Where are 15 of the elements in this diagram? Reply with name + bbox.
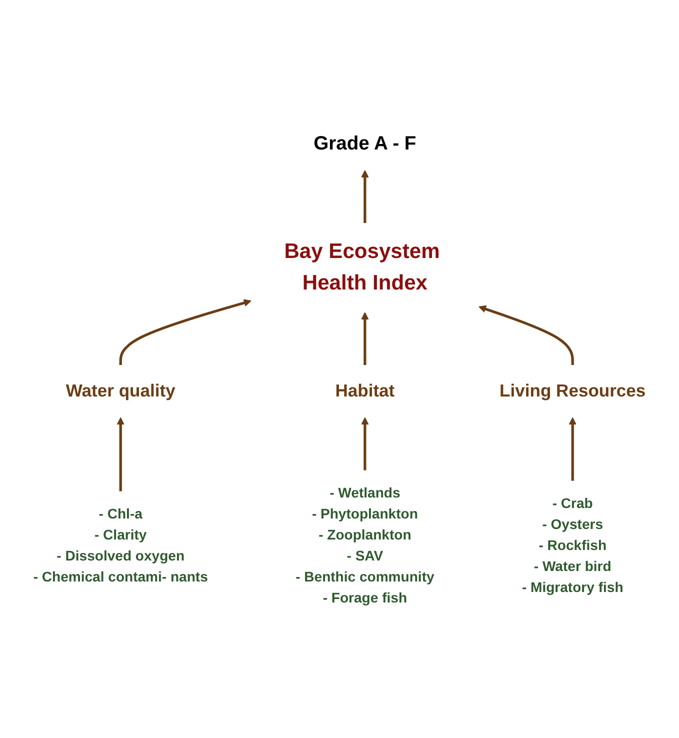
arrow — [568, 417, 576, 481]
node-text: Habitat — [335, 382, 395, 401]
arrow — [361, 417, 369, 470]
arrow — [361, 170, 369, 224]
node-text: - Chl-a - Clarity - Dissolved oxygen - Chemical contami- nants — [33, 507, 208, 586]
node-text: Grade A - F — [314, 132, 416, 154]
arrow — [116, 417, 124, 492]
node-text: Bay Ecosystem Health Index — [284, 240, 440, 295]
arrow — [119, 299, 252, 366]
node-text: Living Resources — [500, 382, 646, 401]
node-text: - Crab - Oysters - Rockfish - Water bird - Migratory fish — [522, 496, 624, 596]
arrow — [478, 305, 574, 366]
arrow — [361, 312, 369, 366]
node-text: - Wetlands - Phytoplankton - Zooplankton - SAV - Benthic community - Forage fish — [296, 486, 434, 606]
node-text: Water quality — [66, 382, 176, 401]
